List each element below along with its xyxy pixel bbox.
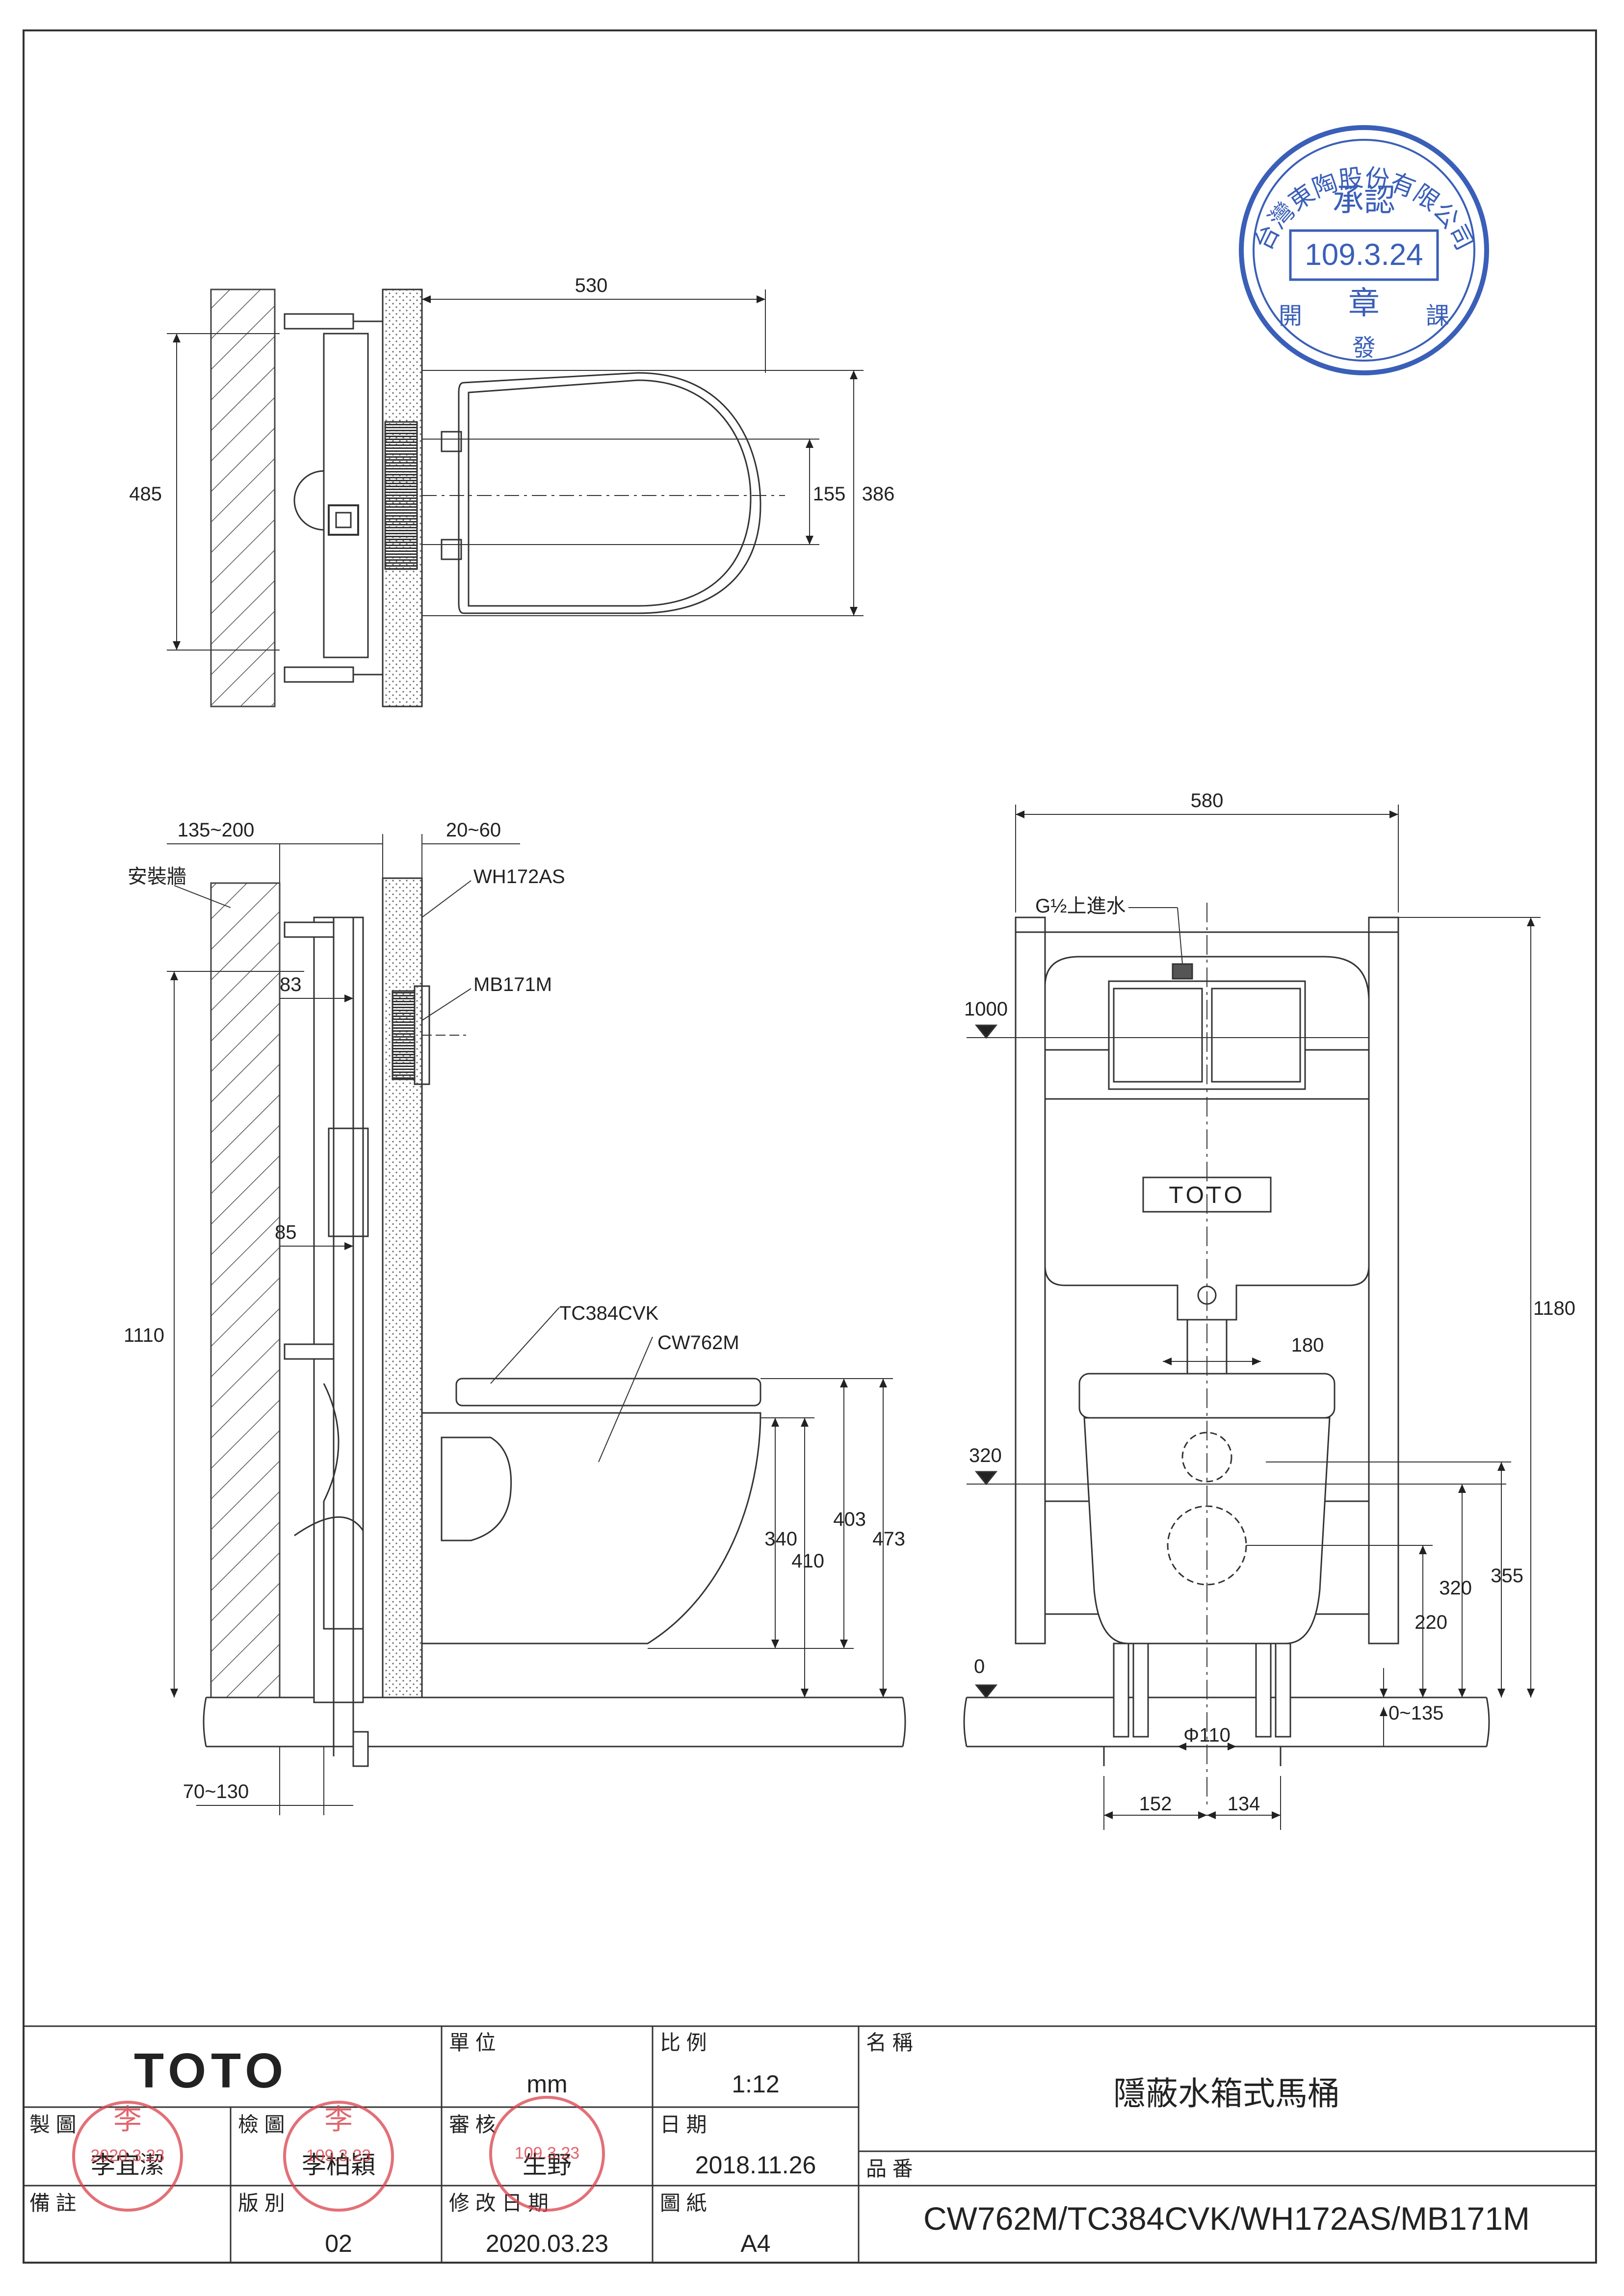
dim-152: 152 xyxy=(1139,1793,1172,1815)
review-stamp: 109.3.23 xyxy=(489,2096,605,2212)
stamp-dept-left: 開 xyxy=(1279,303,1302,329)
title-block-text: TOTO 單 位 mm 比 例 1:12 名 稱 隱蔽水箱式馬桶 製 圖 李宜潔… xyxy=(29,2031,1530,2257)
label-install-wall: 安裝牆 xyxy=(128,866,186,887)
level-1000: 1000 xyxy=(964,998,1008,1020)
remark-label: 備 註 xyxy=(29,2192,77,2215)
dim-410: 410 xyxy=(791,1550,824,1572)
name-label: 名 稱 xyxy=(866,2031,913,2054)
top-view-labels: 530 485 155 386 xyxy=(129,275,894,505)
side-wall xyxy=(210,882,281,1698)
dim-1110: 1110 xyxy=(124,1325,164,1346)
dim-0-135: 0~135 xyxy=(1388,1702,1443,1724)
dim-386: 386 xyxy=(862,483,895,505)
svg-text:2020.3.23: 2020.3.23 xyxy=(90,2146,164,2165)
stamp-dept-right: 課 xyxy=(1426,303,1449,329)
front-view xyxy=(963,805,1541,1830)
dim-155: 155 xyxy=(813,483,846,505)
tank-brand: TOTO xyxy=(1169,1182,1245,1208)
title-block xyxy=(23,2025,1597,2264)
paper-value: A4 xyxy=(740,2230,770,2257)
side-view-labels: 安裝牆 135~200 20~60 WH172AS MB171M 83 85 1… xyxy=(124,819,905,1802)
top-seat xyxy=(458,372,761,614)
level-320: 320 xyxy=(969,1445,1002,1466)
dim-180: 180 xyxy=(1291,1334,1324,1356)
label-cw762m: CW762M xyxy=(657,1332,739,1354)
part-label: 品 番 xyxy=(866,2157,913,2180)
modified-label: 修 改 日 期 xyxy=(449,2192,549,2215)
stamp-dept-mid: 發 xyxy=(1352,335,1376,361)
dim-70-130: 70~130 xyxy=(183,1781,249,1802)
dim-355: 355 xyxy=(1491,1565,1523,1587)
svg-text:李: 李 xyxy=(113,2104,142,2136)
stamp-chapter: 章 xyxy=(1348,286,1380,321)
svg-text:109.3.23: 109.3.23 xyxy=(306,2146,371,2165)
dim-1180: 1180 xyxy=(1533,1298,1575,1319)
dim-85: 85 xyxy=(275,1222,297,1243)
dim-580: 580 xyxy=(1191,790,1224,811)
dim-135-200: 135~200 xyxy=(178,819,255,841)
stamp-approve: 承認 xyxy=(1333,183,1395,218)
side-view xyxy=(167,834,906,1815)
label-tc384cvk: TC384CVK xyxy=(559,1303,659,1324)
drawn-stamp: 李 2020.3.23 xyxy=(72,2101,183,2212)
top-flush-plate xyxy=(384,421,418,570)
scale-value: 1:12 xyxy=(732,2070,779,2098)
dim-83: 83 xyxy=(280,974,302,995)
drawn-by: 李宜潔 xyxy=(91,2151,164,2179)
approval-stamp: 台灣東陶股份有限公司 承認 109.3.24 章 開 發 課 xyxy=(1239,125,1489,375)
svg-text:李: 李 xyxy=(324,2104,353,2136)
paper-label: 圖 紙 xyxy=(660,2192,707,2215)
name-value: 隱蔽水箱式馬桶 xyxy=(1113,2075,1340,2112)
dim-340: 340 xyxy=(764,1528,797,1550)
unit-value: mm xyxy=(526,2070,567,2098)
label-mb171m: MB171M xyxy=(473,974,552,995)
dim-320-right: 320 xyxy=(1439,1577,1472,1599)
version-value: 02 xyxy=(325,2230,352,2257)
reviewed-by: 生野 xyxy=(523,2151,572,2179)
dim-phi110: Φ110 xyxy=(1183,1724,1231,1746)
drawn-label: 製 圖 xyxy=(29,2113,77,2136)
dim-220: 220 xyxy=(1414,1612,1447,1633)
top-view xyxy=(167,288,864,707)
title-brand: TOTO xyxy=(134,2043,288,2098)
unit-label: 單 位 xyxy=(449,2031,496,2054)
front-view-labels: 580 G½上進水 1000 TOTO 1180 180 320 320 355… xyxy=(964,790,1575,1815)
check-stamp: 李 109.3.23 xyxy=(283,2101,394,2212)
check-label: 檢 圖 xyxy=(238,2113,285,2136)
side-seat xyxy=(455,1378,761,1407)
top-frame xyxy=(323,333,369,658)
scale-label: 比 例 xyxy=(660,2031,707,2054)
review-label: 審 核 xyxy=(449,2113,496,2136)
dim-485: 485 xyxy=(129,483,162,505)
modified-value: 2020.03.23 xyxy=(486,2230,608,2257)
level-0: 0 xyxy=(974,1656,985,1677)
date-value: 2018.11.26 xyxy=(695,2151,816,2179)
top-wall xyxy=(210,288,276,707)
dim-473: 473 xyxy=(872,1528,905,1550)
dim-403: 403 xyxy=(833,1509,866,1530)
dim-530: 530 xyxy=(575,275,608,296)
label-inlet: G½上進水 xyxy=(1035,895,1126,917)
part-value: CW762M/TC384CVK/WH172AS/MB171M xyxy=(923,2200,1530,2237)
stamp-date: 109.3.24 xyxy=(1305,238,1423,272)
dim-134: 134 xyxy=(1228,1793,1260,1815)
checked-by: 李柏穎 xyxy=(302,2151,375,2179)
side-flush-plate xyxy=(392,990,416,1080)
label-wh172as: WH172AS xyxy=(473,866,565,887)
date-label: 日 期 xyxy=(660,2113,707,2136)
dim-20-60: 20~60 xyxy=(446,819,501,841)
svg-text:109.3.23: 109.3.23 xyxy=(515,2144,579,2163)
version-label: 版 別 xyxy=(238,2192,285,2215)
inlet-valve xyxy=(1172,963,1193,980)
